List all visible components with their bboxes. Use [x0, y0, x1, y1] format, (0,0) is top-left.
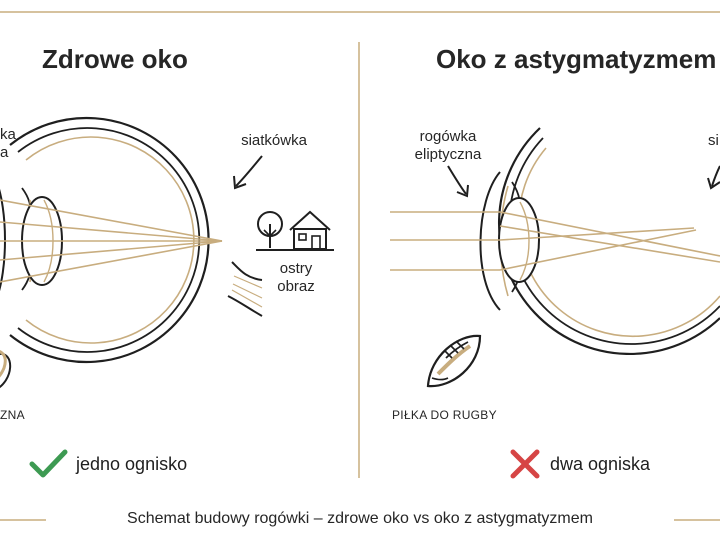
optic-nerve-top	[231, 261, 263, 281]
sclera-outer	[498, 127, 720, 355]
optic-nerve-fibers	[231, 275, 263, 308]
cut-label-bottom: a	[0, 144, 9, 161]
lens-accent	[519, 201, 530, 281]
cross-icon	[510, 449, 540, 479]
cornea-arrow	[447, 165, 467, 195]
ball-label: ZNA	[0, 408, 25, 422]
light-rays	[390, 211, 720, 271]
retina-arrow	[235, 155, 263, 187]
sclera-inner	[508, 137, 720, 345]
cut-label-right: si	[708, 132, 719, 149]
retina-arrowhead	[707, 177, 720, 190]
astigmatism-title: Oko z astygmatyzmem	[436, 44, 717, 74]
cornea	[0, 188, 6, 292]
house-icon	[256, 210, 334, 251]
cut-label-top: ka	[0, 126, 16, 143]
rugby-ball-icon	[0, 350, 11, 388]
retina-arrowhead	[233, 175, 247, 190]
astigmatism-verdict: dwa ogniska	[550, 454, 651, 474]
retina-arrow	[711, 165, 720, 187]
cornea-label-line1: rogówka	[419, 128, 477, 145]
diagram-caption: Schemat budowy rogówki – zdrowe oko vs o…	[0, 510, 720, 528]
image-label-line2: obraz	[277, 278, 315, 295]
cornea-label-line2: eliptyczna	[414, 146, 482, 163]
cornea	[479, 171, 501, 311]
sclera-inner	[17, 127, 201, 353]
optic-nerve-bottom	[227, 295, 263, 317]
checkmark-icon	[29, 449, 68, 478]
caption-text: Schemat budowy rogówki – zdrowe oko vs o…	[115, 510, 605, 527]
cornea-arrowhead	[456, 184, 469, 198]
retina-label: siatkówka	[241, 132, 307, 149]
healthy-verdict: jedno ognisko	[76, 454, 188, 474]
retina-line	[517, 147, 720, 337]
image-label-line1: ostry	[279, 260, 313, 277]
healthy-eye	[0, 116, 263, 364]
astigmatic-eye	[390, 127, 720, 355]
tree-icon	[257, 211, 283, 248]
retina-line	[25, 136, 195, 344]
light-rays	[0, 199, 223, 283]
ball-label: PIŁKA DO RUGBY	[392, 408, 497, 422]
rugby-ball-icon	[426, 334, 482, 388]
healthy-eye-title: Zdrowe oko	[42, 44, 188, 74]
